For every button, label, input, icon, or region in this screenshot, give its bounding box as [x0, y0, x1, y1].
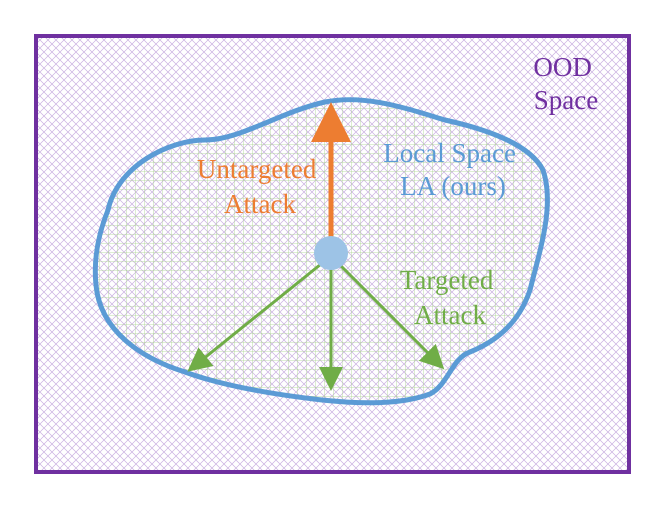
- ood-space-label-line2: Space: [534, 85, 598, 115]
- untargeted-attack-label: Untargeted Attack: [197, 154, 323, 219]
- targeted-attack-arrow-left: [187, 254, 332, 372]
- local-space-label-line2: LA (ours): [400, 171, 506, 201]
- local-space-label-line1: Local Space: [383, 138, 516, 168]
- local-space-label: Local Space LA (ours): [383, 138, 522, 201]
- ood-space-label: OOD Space: [533, 52, 598, 115]
- targeted-attack-arrow-right: [329, 254, 445, 370]
- targeted-attack-label-line2: Attack: [414, 300, 486, 330]
- untargeted-attack-label-line2: Attack: [224, 189, 296, 219]
- sample-point: [314, 236, 348, 270]
- ood-space-label-line1: OOD: [533, 52, 592, 82]
- targeted-attack-label-line1: Targeted: [400, 265, 494, 295]
- targeted-attack-label: Targeted Attack: [400, 265, 500, 330]
- untargeted-attack-label-line1: Untargeted: [197, 154, 317, 184]
